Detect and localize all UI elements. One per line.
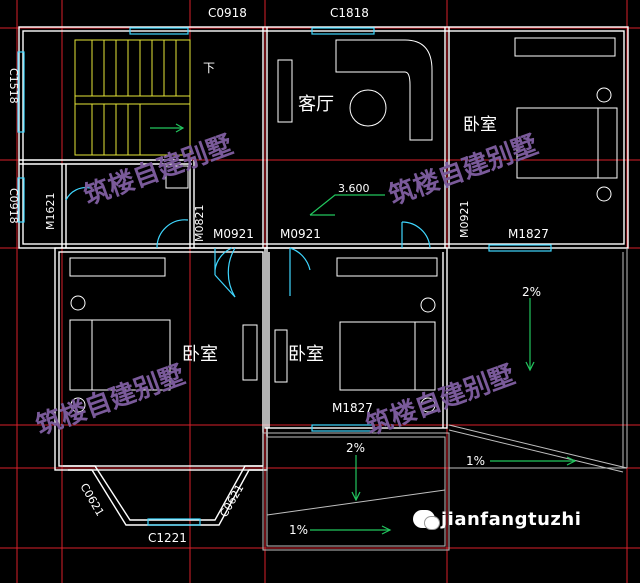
window-label-c1818: C1818 [330,6,369,20]
elevation-label: 3.600 [338,182,370,195]
door-label-m1827-top: M1827 [508,227,549,241]
door-label-m0921-a: M0921 [213,227,254,241]
door-label-m0821: M0821 [193,205,206,243]
furniture [69,37,618,413]
room-labels: 客厅 卧室 卧室 卧室 下 [182,61,497,365]
wechat-icon [413,510,440,530]
brand-text: jianfangtuzhi [441,508,582,530]
stair [74,39,191,156]
door-label-m1621: M1621 [44,193,57,231]
elevation-mark: 3.600 [309,182,385,216]
room-label-bedroom-center: 卧室 [288,344,324,365]
window-label-c1221: C1221 [148,531,187,545]
watermark-text-2: 筑楼自建别墅 [385,129,542,211]
slope-label-center-balcony: 2% [346,441,365,455]
slope-label-right-bottom: 1% [466,454,485,468]
slope-labels: 2% 1% 2% 1% [289,285,541,537]
watermark-text-4: 筑楼自建别墅 [362,359,519,441]
window-label-c1518: C1518 [7,68,20,104]
watermarks: 筑楼自建别墅 筑楼自建别墅 筑楼自建别墅 筑楼自建别墅 [32,129,542,441]
watermark-text-1: 筑楼自建别墅 [80,129,237,211]
room-label-bedroom-sw: 卧室 [182,344,218,365]
slope-label-right-balcony: 2% [522,285,541,299]
door-label-m0921-c: M0921 [458,201,471,239]
stair-direction-label: 下 [203,61,215,75]
slope-arrows [310,298,577,535]
windows [17,27,552,526]
window-labels: C0918 C1818 C1518 C0918 C0621 C1221 C062… [7,6,369,545]
door-labels: M1621 M0821 M0921 M0921 M0921 M1827 M182… [44,193,549,416]
doors [65,187,431,298]
room-label-bedroom-ne: 卧室 [463,115,497,135]
window-label-c0621-right: C0621 [217,482,246,519]
window-label-c0918-top: C0918 [208,6,247,20]
door-label-m1827-bottom: M1827 [332,401,373,415]
room-label-living: 客厅 [298,94,334,115]
slope-label-center-bottom: 1% [289,523,308,537]
brand-badge: jianfangtuzhi [413,505,581,533]
window-label-c0918-left: C0918 [7,188,20,224]
door-label-m0921-b: M0921 [280,227,321,241]
